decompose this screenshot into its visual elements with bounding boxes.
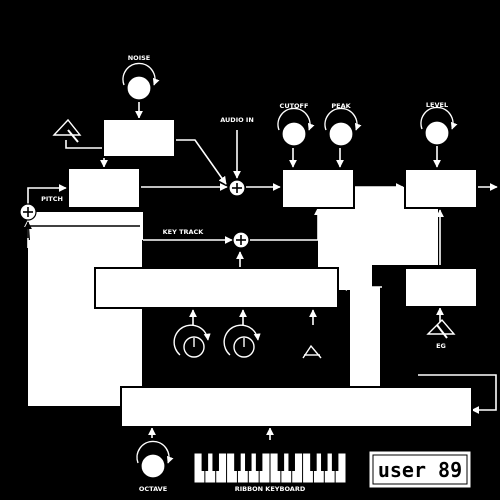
peak-label: PEAK — [331, 102, 351, 110]
eg-label: EG — [436, 342, 446, 350]
user-badge-text: user 89 — [378, 458, 462, 482]
black-key[interactable] — [234, 453, 241, 471]
black-key[interactable] — [212, 453, 219, 471]
black-key[interactable] — [310, 453, 317, 471]
black-key[interactable] — [245, 453, 252, 471]
black-key[interactable] — [277, 453, 285, 471]
mod-depth-knob-1[interactable] — [173, 324, 211, 358]
noise-knob[interactable] — [122, 62, 160, 101]
octave-knob[interactable] — [136, 440, 174, 479]
black-key[interactable] — [321, 453, 328, 471]
cutoff-label: CUTOFF — [280, 102, 309, 110]
peak-knob[interactable] — [324, 107, 362, 147]
level-label: LEVEL — [426, 101, 448, 109]
mod-switch-left[interactable] — [111, 344, 131, 359]
noise-generator-module — [102, 118, 176, 158]
mod-depth-knob-2[interactable] — [223, 324, 261, 358]
summing-node-key-track — [232, 231, 250, 249]
wire-eg-to-controller — [418, 374, 497, 414]
amplifier-module — [404, 168, 478, 209]
envelope-generator-module — [404, 267, 478, 308]
user-badge: user 89 — [369, 451, 471, 488]
noise-label: NOISE — [128, 54, 151, 62]
wire-sumk-to-filter — [250, 207, 322, 241]
eg-switch[interactable] — [426, 318, 456, 339]
key-track-label: KEY TRACK — [163, 228, 205, 236]
summing-node-audio — [228, 179, 246, 197]
wire-noise-to-sum — [175, 139, 227, 185]
wire-pitch-switch — [65, 140, 108, 168]
black-key[interactable] — [331, 453, 339, 471]
oscillator-module — [67, 167, 141, 209]
ribbon-keyboard-label: RIBBON KEYBOARD — [235, 485, 306, 493]
modulation-module — [94, 267, 339, 309]
pitch-label: PITCH — [41, 195, 63, 203]
wire-sum-to-osc — [27, 184, 67, 204]
cutoff-knob[interactable] — [277, 107, 315, 147]
black-key[interactable] — [288, 453, 295, 471]
black-key[interactable] — [201, 453, 209, 471]
mod-switch-right[interactable] — [302, 344, 322, 359]
controller-module — [120, 386, 473, 428]
summing-node-pitch — [19, 203, 37, 221]
level-knob[interactable] — [420, 106, 458, 146]
filter-module — [281, 168, 355, 209]
audio-in-label: AUDIO IN — [220, 116, 254, 124]
ribbon-keyboard[interactable] — [193, 452, 347, 484]
octave-label: OCTAVE — [139, 485, 167, 493]
black-key[interactable] — [255, 453, 263, 471]
pitch-switch[interactable] — [52, 118, 82, 143]
